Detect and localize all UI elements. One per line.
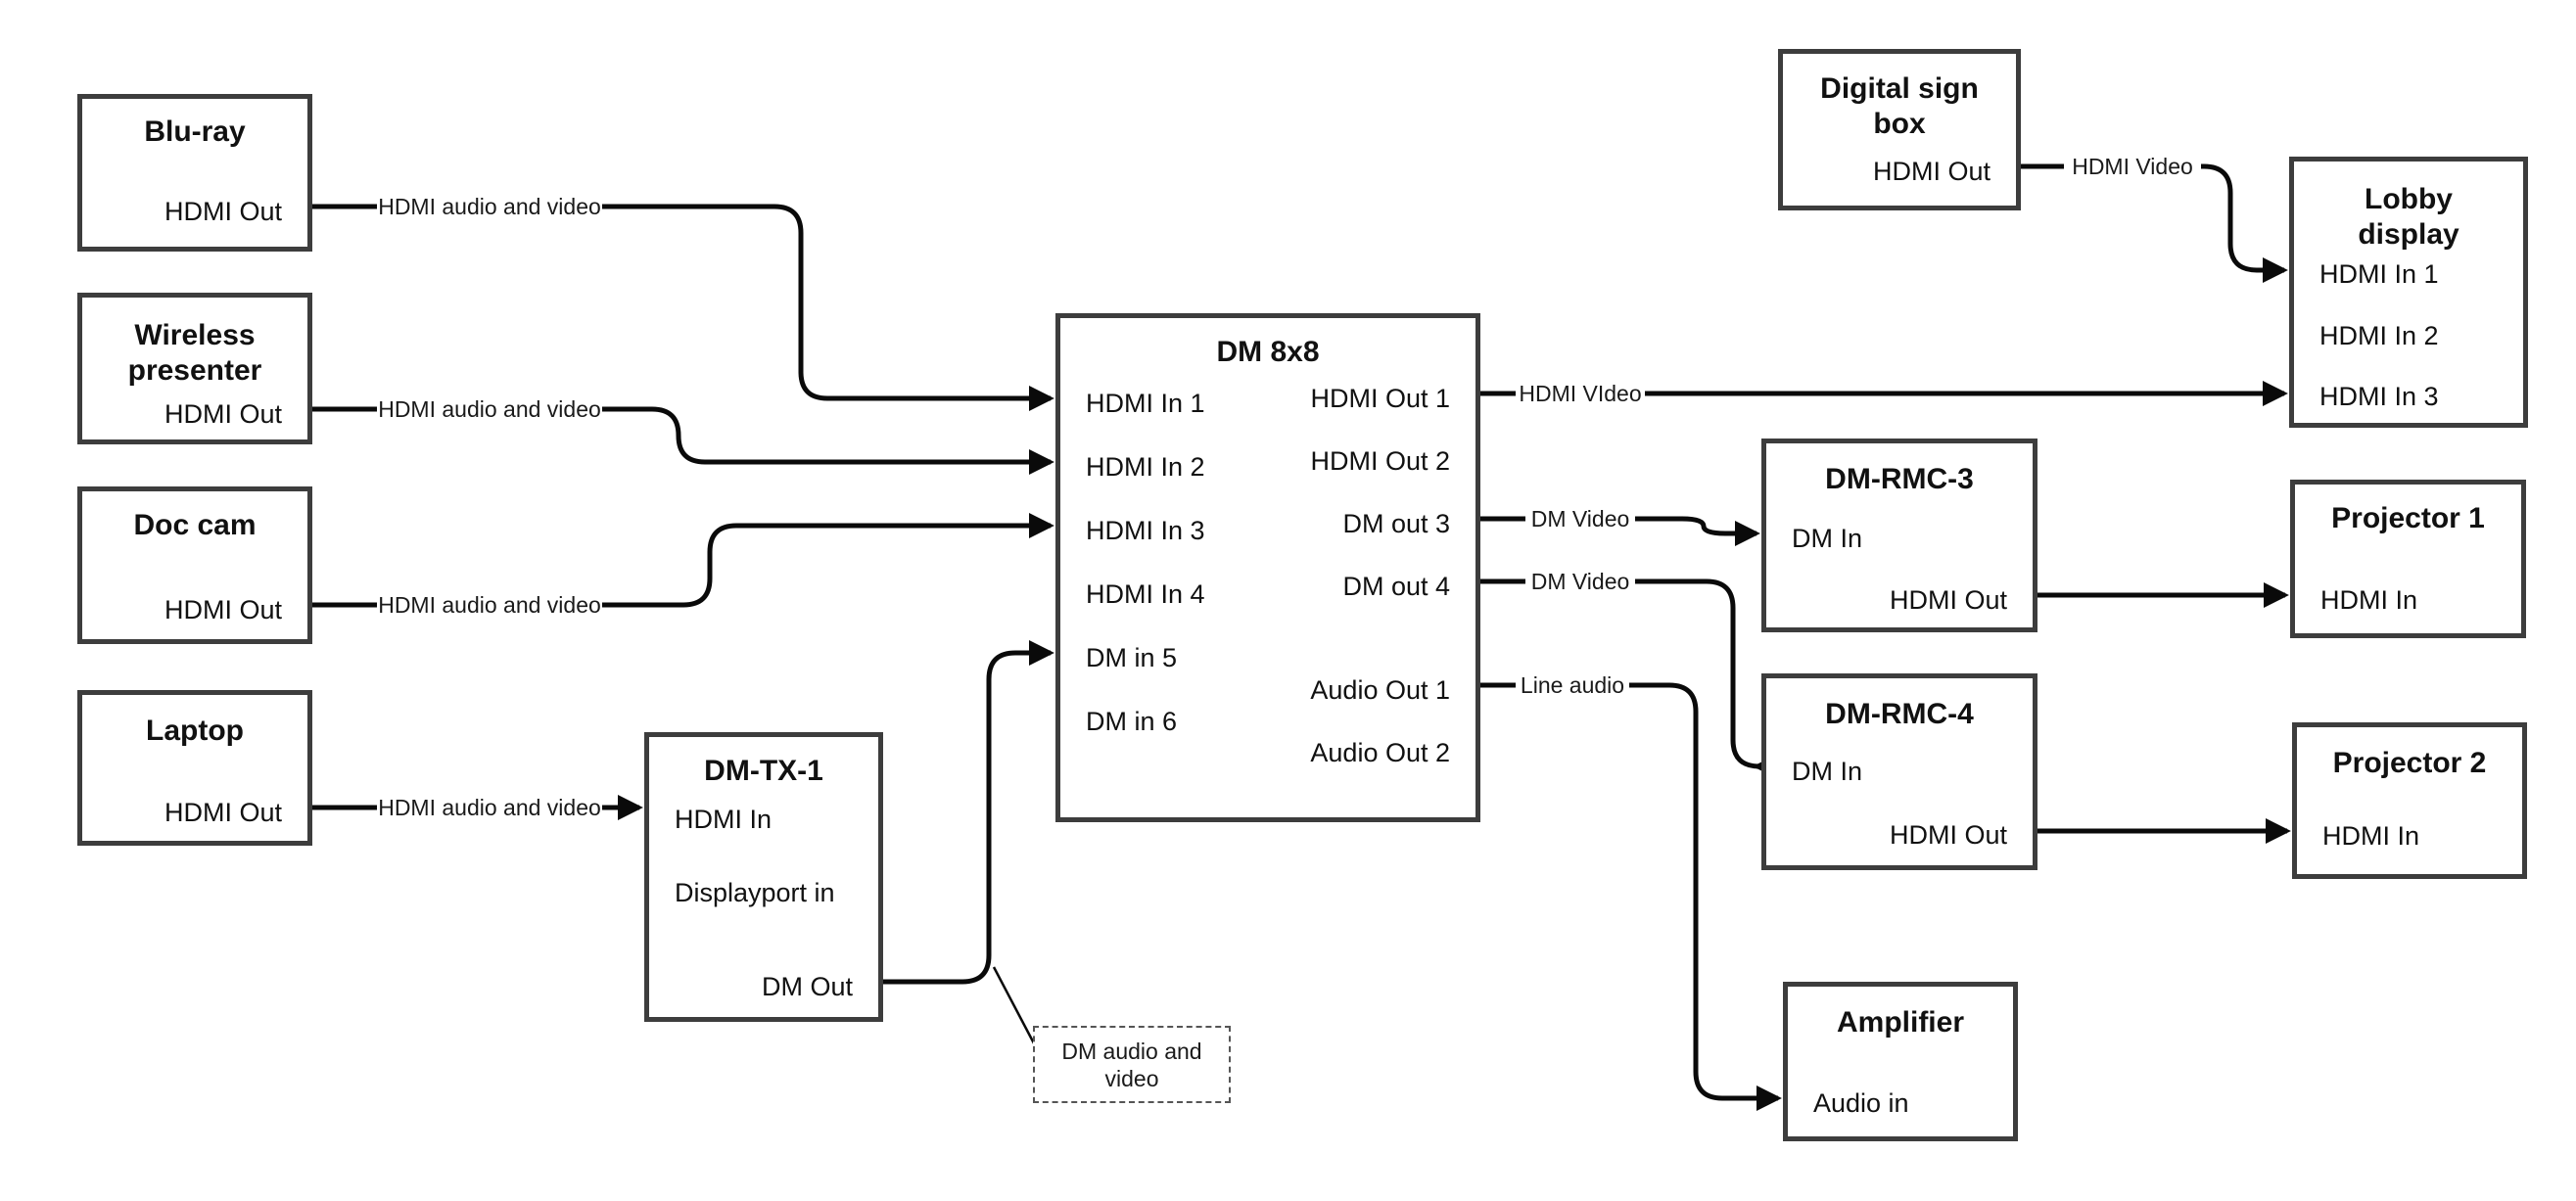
device-box-wireless-presenter: Wireless presenter HDMI Out <box>77 293 312 444</box>
port-hdmi-out: HDMI Out <box>1872 157 1991 186</box>
port-dm-out-3: DM out 3 <box>1342 509 1450 538</box>
wire-label-hdmi-audio-video-3: HDMI audio and video <box>377 590 602 620</box>
connector-dm8x8-dm-out-4-to-rmc4-dm-in <box>1480 578 1779 779</box>
connector-dmtx1-dmout-to-dm8x8-dm-in-5 <box>881 640 1054 985</box>
port-dm-in: DM In <box>1792 757 1863 786</box>
box-title: Laptop <box>146 715 244 747</box>
port-hdmi-out: HDMI Out <box>164 197 282 226</box>
connector-doccam-to-dm8x8-hdmi-in-3 <box>312 513 1054 608</box>
wire-label-hdmi-audio-video-2: HDMI audio and video <box>377 394 602 424</box>
wire-label-dm-video-out3: DM Video <box>1525 504 1635 533</box>
port-hdmi-out-2: HDMI Out 2 <box>1310 446 1450 476</box>
box-title: Blu-ray <box>144 115 246 148</box>
wire-label-hdmi-audio-video-1: HDMI audio and video <box>377 192 602 221</box>
box-title: Doc cam <box>133 509 257 541</box>
port-hdmi-in-2: HDMI In 2 <box>2319 321 2439 350</box>
device-box-dm-tx-1: DM-TX-1 HDMI In Displayport in DM Out <box>644 732 883 1022</box>
box-title: Amplifier <box>1836 1006 1965 1039</box>
port-hdmi-out: HDMI Out <box>164 595 282 624</box>
box-title: Digital sign box <box>1820 72 1979 140</box>
callout-leader-line <box>992 966 1036 1044</box>
box-title: Lobby display <box>2358 183 2459 251</box>
port-dm-in-5: DM in 5 <box>1086 643 1178 672</box>
port-hdmi-in-2: HDMI In 2 <box>1086 452 1205 482</box>
port-hdmi-in-3: HDMI In 3 <box>1086 516 1205 545</box>
box-title: Projector 1 <box>2331 502 2485 534</box>
port-dm-in: DM In <box>1792 524 1863 553</box>
port-audio-out-1: Audio Out 1 <box>1310 675 1450 705</box>
connector-dm8x8-dm-out-3-to-rmc3-dm-in <box>1480 516 1760 546</box>
callout-text: DM audio and video <box>1061 1038 1202 1091</box>
port-hdmi-in-1: HDMI In 1 <box>2319 259 2439 289</box>
box-title: DM 8x8 <box>1216 336 1320 368</box>
port-hdmi-in-3: HDMI In 3 <box>2319 382 2439 411</box>
wire-label-dm-video-out4: DM Video <box>1525 567 1635 596</box>
device-box-doc-cam: Doc cam HDMI Out <box>77 486 312 644</box>
port-hdmi-out: HDMI Out <box>1889 585 2007 615</box>
device-box-projector-2: Projector 2 HDMI In <box>2292 722 2527 879</box>
connector-bluray-to-dm8x8-hdmi-in-1 <box>312 204 1054 411</box>
port-hdmi-in: HDMI In <box>2322 821 2420 851</box>
port-hdmi-out: HDMI Out <box>1889 820 2007 850</box>
device-box-dm-rmc-3: DM-RMC-3 DM In HDMI Out <box>1761 439 2037 632</box>
port-dm-out-4: DM out 4 <box>1342 572 1450 601</box>
port-hdmi-in: HDMI In <box>2320 585 2418 615</box>
device-box-lobby-display: Lobby display HDMI In 1 HDMI In 2 HDMI I… <box>2289 157 2528 428</box>
connector-wireless-to-dm8x8-hdmi-in-2 <box>312 406 1054 475</box>
device-box-laptop: Laptop HDMI Out <box>77 690 312 846</box>
callout-dm-audio-and-video: DM audio and video <box>1033 1026 1231 1103</box>
device-box-digital-sign-box: Digital sign box HDMI Out <box>1778 49 2021 210</box>
wire-label-hdmi-video-digisign: HDMI Video <box>2064 152 2201 181</box>
wire-label-line-audio: Line audio <box>1516 670 1629 700</box>
box-title: Projector 2 <box>2332 747 2487 779</box>
port-hdmi-out: HDMI Out <box>164 399 282 429</box>
port-displayport-in: Displayport in <box>675 878 835 907</box>
box-title: Wireless presenter <box>127 319 262 387</box>
port-hdmi-out-1: HDMI Out 1 <box>1310 384 1450 413</box>
port-dm-out: DM Out <box>761 972 853 1001</box>
box-title: DM-RMC-3 <box>1825 463 1974 495</box>
box-title: DM-TX-1 <box>704 755 823 787</box>
port-audio-in: Audio in <box>1813 1088 1909 1118</box>
device-box-amplifier: Amplifier Audio in <box>1783 982 2018 1141</box>
port-hdmi-in-1: HDMI In 1 <box>1086 389 1205 418</box>
device-box-bluray: Blu-ray HDMI Out <box>77 94 312 252</box>
port-hdmi-out: HDMI Out <box>164 798 282 827</box>
wire-label-hdmi-video-out1: HDMI VIdeo <box>1516 379 1645 408</box>
port-hdmi-in-4: HDMI In 4 <box>1086 579 1205 609</box>
port-dm-in-6: DM in 6 <box>1086 707 1178 736</box>
device-box-dm-8x8: DM 8x8 HDMI In 1 HDMI In 2 HDMI In 3 HDM… <box>1055 313 1480 822</box>
port-hdmi-in: HDMI In <box>675 805 773 834</box>
device-box-dm-rmc-4: DM-RMC-4 DM In HDMI Out <box>1761 673 2037 870</box>
wire-label-hdmi-audio-video-4: HDMI audio and video <box>377 793 602 822</box>
device-box-projector-1: Projector 1 HDMI In <box>2290 480 2526 638</box>
connector-digisign-to-lobby-hdmi-in-1 <box>2021 163 2288 283</box>
port-audio-out-2: Audio Out 2 <box>1310 738 1450 767</box>
connector-dm8x8-audio-out-1-to-amplifier <box>1480 682 1782 1111</box>
box-title: DM-RMC-4 <box>1825 698 1974 730</box>
